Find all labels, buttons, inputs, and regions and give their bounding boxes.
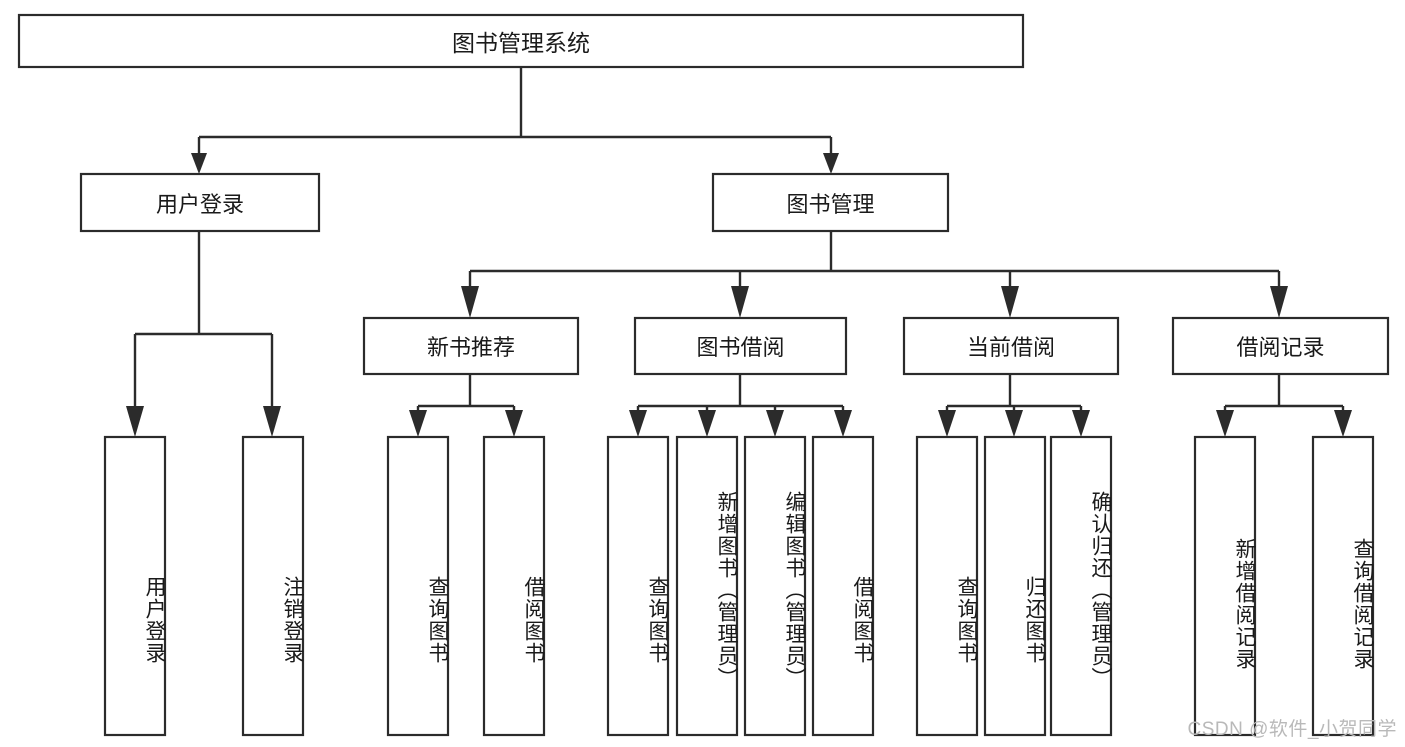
- arrow-to-leaf-query-book-1: [409, 410, 427, 437]
- connector-userlogin-to-leaves: [126, 231, 281, 437]
- node-book-borrow[interactable]: [633, 316, 848, 376]
- node-leaf-logout-login[interactable]: [241, 435, 305, 737]
- arrow-to-borrow-record: [1270, 286, 1288, 318]
- node-leaf-query-book-3[interactable]: [915, 435, 979, 737]
- arrow-to-leaf-user-login: [126, 406, 144, 437]
- node-leaf-return-book[interactable]: [983, 435, 1047, 737]
- node-leaf-add-record[interactable]: [1193, 435, 1257, 737]
- node-leaf-query-record[interactable]: [1311, 435, 1375, 737]
- node-leaf-confirm-return[interactable]: [1049, 435, 1113, 737]
- node-borrow-record[interactable]: [1171, 316, 1390, 376]
- arrow-to-new-book-recommend: [461, 286, 479, 318]
- node-user-login[interactable]: [79, 172, 321, 233]
- arrow-to-leaf-borrow-book-2: [834, 410, 852, 437]
- node-leaf-edit-book[interactable]: [743, 435, 807, 737]
- node-root-system[interactable]: [17, 13, 1025, 69]
- arrow-to-leaf-borrow-book-1: [505, 410, 523, 437]
- connector-newbook-to-leaves: [409, 374, 523, 437]
- node-new-book-recommend[interactable]: [362, 316, 580, 376]
- node-current-borrow[interactable]: [902, 316, 1120, 376]
- node-leaf-query-book-2[interactable]: [606, 435, 670, 737]
- connector-currentborrow-to-leaves: [938, 374, 1090, 437]
- connector-borrowrecord-to-leaves: [1216, 374, 1352, 437]
- arrow-to-leaf-query-book-3: [938, 410, 956, 437]
- node-leaf-borrow-book-1[interactable]: [482, 435, 546, 737]
- arrow-to-book-borrow: [731, 286, 749, 318]
- arrow-to-leaf-confirm-return: [1072, 410, 1090, 437]
- arrow-to-current-borrow: [1001, 286, 1019, 318]
- arrow-to-leaf-edit-book: [766, 410, 784, 437]
- node-leaf-user-login[interactable]: [103, 435, 167, 737]
- node-leaf-borrow-book-2[interactable]: [811, 435, 875, 737]
- connector-bookborrow-to-leaves: [629, 374, 852, 437]
- node-leaf-query-book-1[interactable]: [386, 435, 450, 737]
- node-book-management[interactable]: [711, 172, 950, 233]
- arrow-to-leaf-logout-login: [263, 406, 281, 437]
- connector-bookmgmt-to-level3: [461, 231, 1288, 318]
- node-leaf-add-book[interactable]: [675, 435, 739, 737]
- arrow-to-user-login: [191, 153, 207, 174]
- arrow-to-leaf-return-book: [1005, 410, 1023, 437]
- connector-root-to-level2: [191, 67, 839, 174]
- arrow-to-leaf-query-book-2: [629, 410, 647, 437]
- arrow-to-leaf-add-book: [698, 410, 716, 437]
- arrow-to-book-management: [823, 153, 839, 174]
- arrow-to-leaf-add-record: [1216, 410, 1234, 437]
- arrow-to-leaf-query-record: [1334, 410, 1352, 437]
